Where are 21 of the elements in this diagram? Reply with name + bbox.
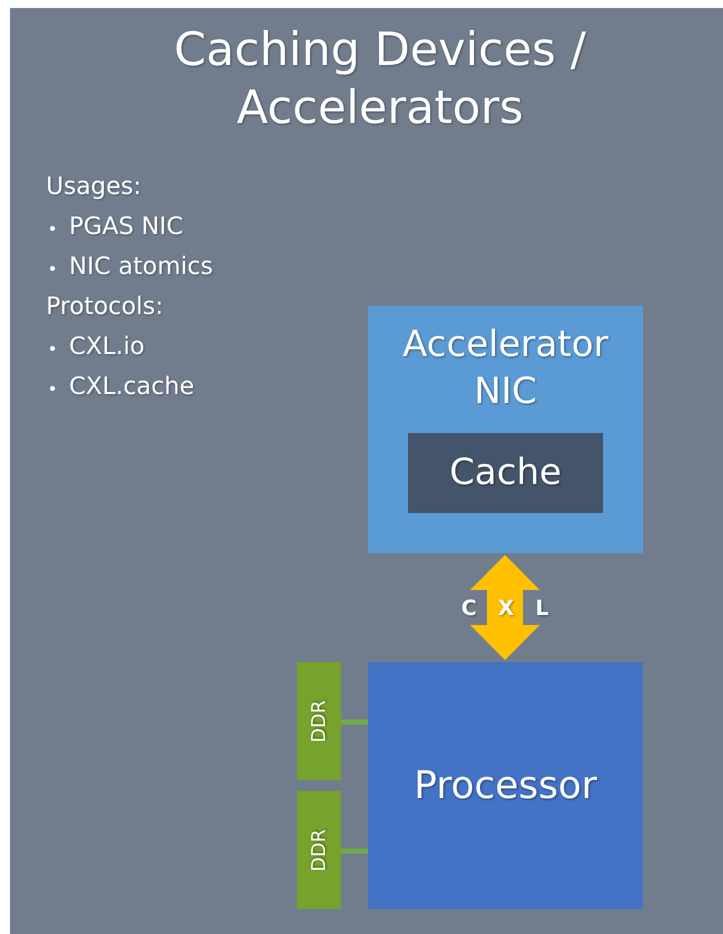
list-item: CXL.cache [69,372,194,400]
list-item: PGAS NIC [69,212,184,240]
connector-line [341,848,368,854]
cache-box [408,433,603,513]
box-label: Cache [450,450,562,495]
list-heading: Usages: [46,172,142,200]
list-item: CXL.io [69,332,145,360]
memory-module [297,791,341,909]
box-label: DDR [306,700,331,742]
edge-label: C X L [461,596,549,620]
box-label: DDR [306,828,331,872]
double-arrow [470,555,540,660]
box-label: Processor [414,762,598,809]
list-item: NIC atomics [69,252,213,280]
slide-title: Caching Devices / Accelerators [173,21,587,136]
box-label: Accelerator NIC [402,323,610,414]
accelerator-box [368,306,643,553]
memory-module [297,662,341,780]
connector-line [341,720,368,724]
list-heading: Protocols: [46,292,164,320]
processor-box [368,662,643,909]
